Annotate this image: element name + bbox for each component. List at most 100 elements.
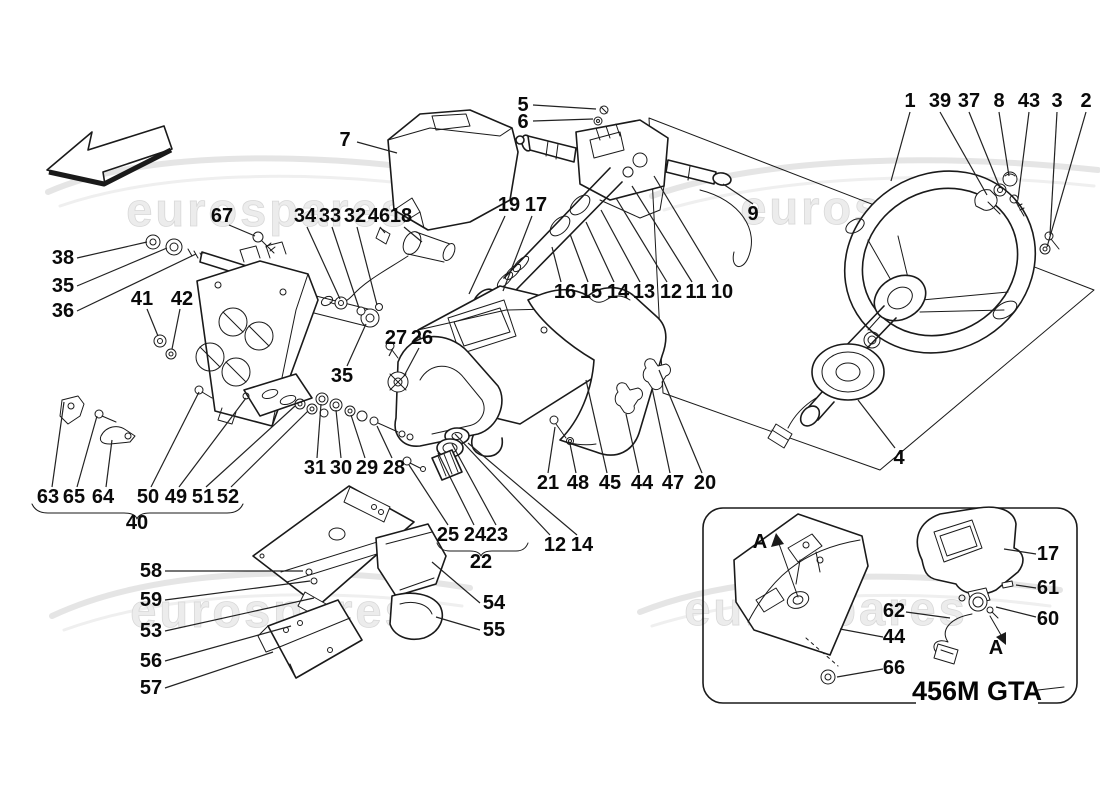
part-number-label: 14 [571, 534, 594, 556]
upper-shroud-part7 [387, 109, 519, 231]
leader-line [346, 323, 367, 367]
part-number-label: 37 [958, 90, 980, 112]
leader-line [388, 347, 394, 357]
part-number-label: 65 [63, 486, 85, 508]
leader-line [631, 185, 693, 283]
steering-wheel [843, 170, 1037, 354]
leader-line [585, 221, 615, 283]
part-number-label: 22 [470, 551, 492, 573]
leader-line [164, 597, 315, 632]
leader-line [76, 241, 148, 259]
leader-line [408, 464, 449, 526]
leader-line [836, 668, 884, 678]
leader-line [178, 397, 247, 488]
leader-line [653, 175, 719, 283]
part-number-label: 50 [137, 486, 159, 508]
part-number-label: 5 [517, 94, 528, 116]
part-number-label: 57 [140, 677, 162, 699]
leader-line [651, 387, 671, 474]
direction-arrow-icon [46, 125, 173, 187]
leader-line [1046, 111, 1087, 248]
part-number-label: 9 [747, 203, 758, 225]
part-number-label: 56 [140, 650, 162, 672]
leader-line [228, 224, 256, 237]
leader-line [569, 443, 577, 474]
part-number-label: 43 [1018, 90, 1040, 112]
part-number-label: 19 [498, 194, 520, 216]
leader-line [467, 442, 578, 536]
part-number-label: A [753, 531, 767, 553]
leader-line [998, 111, 1010, 177]
part-number-label: 48 [567, 472, 589, 494]
inset-upper-cover-part17 [916, 506, 1024, 596]
part-number-label: 62 [883, 600, 905, 622]
leader-line [335, 409, 342, 459]
leader-line [76, 415, 98, 488]
part-number-label: 44 [631, 472, 654, 494]
leader-line [150, 391, 200, 488]
part-number-label: 39 [929, 90, 951, 112]
leader-line [939, 111, 988, 196]
clamp-group40 [194, 373, 329, 418]
leader-line [1015, 584, 1037, 589]
part-number-label: 4 [893, 447, 905, 469]
part-number-label: 8 [993, 90, 1004, 112]
part-number-label: 23 [486, 524, 508, 546]
leader-line [600, 209, 641, 283]
leader-line [356, 141, 398, 154]
leader-line [905, 611, 951, 619]
leader-line [316, 403, 322, 459]
leader-line [403, 226, 423, 243]
part-number-label: 66 [883, 657, 905, 679]
leader-line [532, 104, 597, 110]
part-number-label: 34 [294, 205, 317, 227]
part-number-label: 44 [883, 626, 906, 648]
part-number-label: 12 [544, 534, 566, 556]
part-number-label: 32 [344, 205, 366, 227]
leader-line [403, 347, 420, 377]
part-number-label: 53 [140, 620, 162, 642]
leader-line [722, 183, 754, 205]
part-number-label: 42 [171, 288, 193, 310]
leader-line [454, 433, 551, 536]
model-label: 456M GTA [912, 676, 1042, 706]
leader-line [890, 111, 911, 182]
inset-pin-part61 [1001, 580, 1014, 589]
part-number-label: 40 [126, 512, 148, 534]
leader-line [547, 426, 556, 474]
leader-line [615, 197, 668, 283]
part-number-label: 6 [517, 111, 528, 133]
leader-line [76, 253, 197, 312]
part-number-label: 28 [383, 457, 405, 479]
part-number-label: A [989, 637, 1003, 659]
leader-line [839, 628, 884, 638]
part-number-label: 3 [1051, 90, 1062, 112]
reference-plane [648, 117, 1095, 471]
leader-line [1017, 111, 1030, 200]
part-number-label: 2 [1080, 90, 1091, 112]
part-number-label: 52 [217, 486, 239, 508]
watermark-text: eurospares [126, 183, 409, 236]
part-number-label: 1 [904, 90, 915, 112]
leader-line [164, 580, 311, 601]
part-number-label: 64 [92, 486, 115, 508]
leader-line [468, 215, 506, 295]
part-number-label: 24 [464, 524, 487, 546]
leader-line [1003, 548, 1037, 555]
leader-line [502, 215, 533, 292]
leader-line [995, 606, 1037, 618]
part-number-label: 36 [52, 300, 74, 322]
mounting-plates [252, 485, 447, 679]
leader-lines [51, 104, 1087, 689]
leader-line [1049, 111, 1058, 236]
part-number-label: 35 [52, 275, 74, 297]
column-switch-assembly [515, 105, 752, 267]
support-bracket [195, 241, 319, 427]
leader-line [376, 425, 393, 459]
part-number-label: 20 [694, 472, 716, 494]
part-number-label: 61 [1037, 577, 1059, 599]
leader-line [451, 443, 497, 526]
part-number-label: 59 [140, 589, 162, 611]
leader-line [205, 405, 296, 488]
